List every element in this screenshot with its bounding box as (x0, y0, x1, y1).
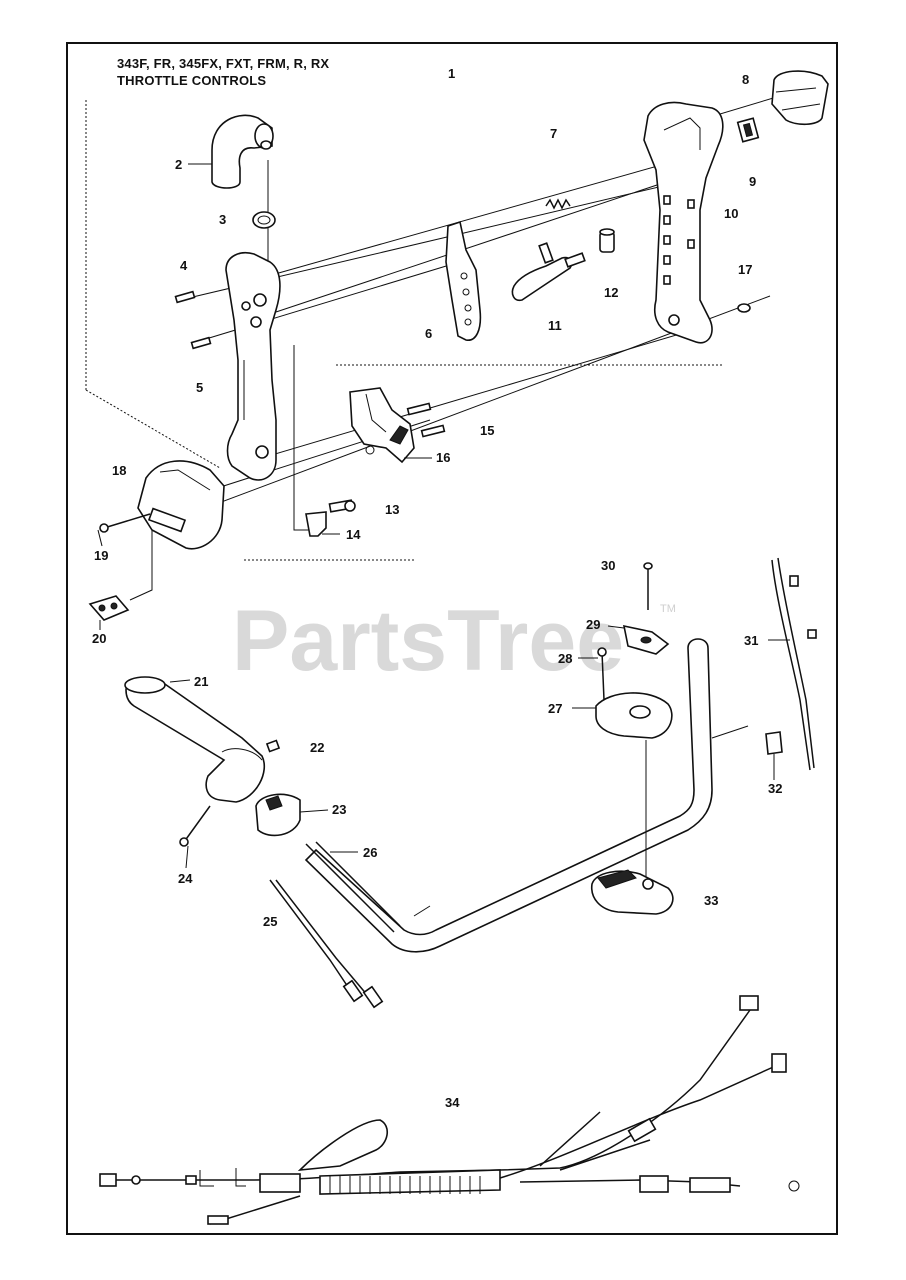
part-16-bracket (349, 387, 415, 464)
callout-33: 33 (704, 893, 718, 908)
part-31-cable (771, 557, 817, 771)
watermark-text: PartsTree (232, 593, 624, 689)
part-29-nut-plate (622, 624, 670, 655)
part-3-clip (252, 211, 276, 229)
part-30-bolt (643, 562, 653, 610)
callout-14: 14 (346, 527, 361, 542)
callout-9: 9 (749, 174, 756, 189)
part-33-support (591, 869, 674, 915)
callout-6: 6 (425, 326, 432, 341)
callout-19: 19 (94, 548, 108, 563)
callout-8: 8 (742, 72, 749, 87)
part-14-clip (305, 511, 327, 537)
part-4-screws (174, 290, 212, 350)
part-26-sleeve (305, 841, 401, 933)
callout-34: 34 (445, 1095, 460, 1110)
assembly-lines-upper (85, 95, 781, 601)
callout-28: 28 (558, 651, 572, 666)
callout-2: 2 (175, 157, 182, 172)
part-28-screw (597, 647, 607, 701)
part-20-switch (88, 595, 130, 621)
callout-15: 15 (480, 423, 494, 438)
part-8-cover (771, 70, 829, 126)
part-17-nut (737, 303, 751, 313)
callout-labels: 1 2 3 4 5 6 7 8 9 10 11 12 13 14 15 16 1… (92, 66, 782, 1110)
part-19-screw (99, 513, 151, 533)
callout-7: 7 (550, 126, 557, 141)
leader-lines (97, 163, 790, 869)
callout-25: 25 (263, 914, 277, 929)
callout-21: 21 (194, 674, 208, 689)
callout-16: 16 (436, 450, 450, 465)
part-23-clamp (255, 793, 301, 837)
callout-18: 18 (112, 463, 126, 478)
part-11-throttle-lock (511, 242, 586, 302)
callout-10: 10 (724, 206, 738, 221)
part-15-screws (406, 402, 446, 438)
callout-13: 13 (385, 502, 399, 517)
part-2-grip-cap (211, 114, 274, 189)
part-13-screw (328, 499, 356, 513)
watermark-tm: TM (660, 603, 676, 615)
part-6-throttle-trigger (445, 220, 482, 341)
callout-3: 3 (219, 212, 226, 227)
part-18-lower-housing (137, 460, 225, 550)
callout-26: 26 (363, 845, 377, 860)
callout-12: 12 (604, 285, 618, 300)
part-10-right-handle (643, 101, 724, 344)
part-7-spring (545, 198, 571, 210)
callout-30: 30 (601, 558, 615, 573)
callout-29: 29 (586, 617, 600, 632)
part-12-sleeve (599, 228, 615, 253)
callout-31: 31 (744, 633, 758, 648)
part-27-plate (595, 692, 673, 878)
part-21-grip (124, 676, 266, 803)
callout-5: 5 (196, 380, 203, 395)
callout-22: 22 (310, 740, 324, 755)
part-handlebar (304, 638, 749, 953)
callout-23: 23 (332, 802, 346, 817)
part-32-clip (765, 731, 783, 755)
part-25-wire (269, 879, 384, 1009)
callout-1: 1 (448, 66, 455, 81)
part-34-harness (99, 995, 800, 1225)
part-22-screw (265, 739, 281, 753)
part-24-screw (179, 805, 211, 847)
part-5-left-handle (225, 252, 281, 481)
callout-24: 24 (178, 871, 193, 886)
models-title: 343F, FR, 345FX, FXT, FRM, R, RX (117, 56, 330, 71)
callout-17: 17 (738, 262, 752, 277)
section-title: THROTTLE CONTROLS (117, 73, 267, 88)
diagram-frame (66, 42, 838, 1235)
part-9-switch (736, 117, 760, 143)
callout-32: 32 (768, 781, 782, 796)
callout-11: 11 (548, 318, 562, 333)
callout-27: 27 (548, 701, 562, 716)
callout-4: 4 (180, 258, 188, 273)
callout-20: 20 (92, 631, 106, 646)
